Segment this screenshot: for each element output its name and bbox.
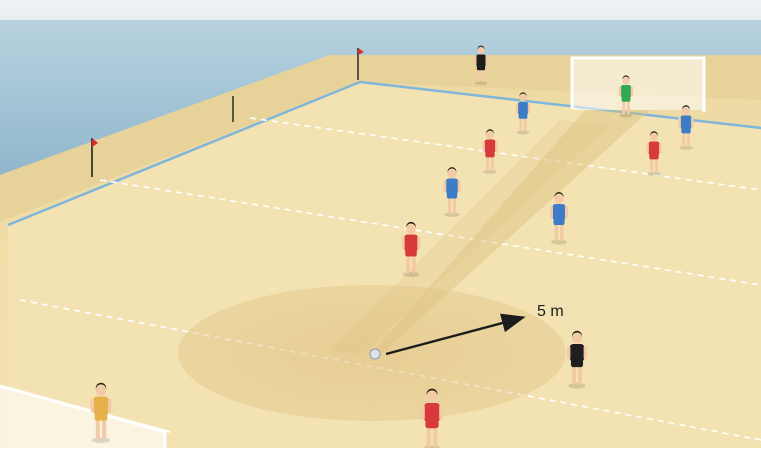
ball	[370, 349, 380, 359]
distance-label: 5 m	[537, 303, 564, 320]
far-goal	[572, 58, 704, 112]
